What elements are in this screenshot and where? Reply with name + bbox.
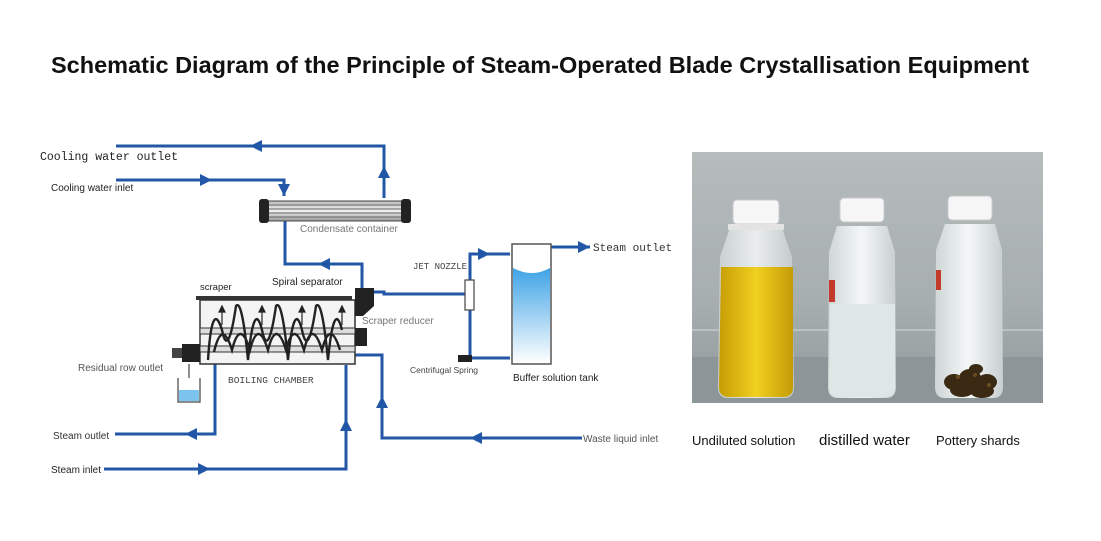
label-cooling-water-inlet: Cooling water inlet [51, 183, 133, 194]
spiral-separator-hopper [355, 288, 374, 316]
sample-bottles-photo [692, 152, 1043, 403]
bottle-pottery-shards [935, 195, 1003, 398]
label-condensate-container: Condensate container [300, 224, 399, 235]
scraper-arrows [218, 304, 346, 325]
spiral-blades [206, 303, 344, 361]
jet-nozzle [464, 279, 475, 311]
scraper-reducer [355, 328, 367, 346]
label-boiling-chamber: BOILING CHAMBER [228, 375, 314, 386]
label-buffer-solution-tank: Buffer solution tank [513, 373, 599, 384]
flow-arrows [185, 140, 590, 475]
caption-undiluted-solution: Undiluted solution [692, 433, 796, 448]
boiling-chamber [196, 296, 356, 365]
bottles-illustration [692, 152, 1043, 403]
motor [172, 344, 200, 362]
label-scraper: scraper [200, 282, 232, 293]
label-steam-inlet: Steam inlet [51, 465, 101, 476]
label-residual-row-outlet: Residual row outlet [78, 363, 163, 374]
condenser [259, 199, 411, 223]
steam-outlet-left-pipe [115, 362, 217, 436]
label-steam-outlet-right: Steam outlet [593, 243, 672, 255]
buffer-solution-tank [511, 243, 552, 365]
label-centrifugal-spring: Centrifugal Spring [410, 365, 478, 375]
bottle-undiluted-solution [718, 199, 794, 398]
page-title: Schematic Diagram of the Principle of St… [51, 52, 1030, 78]
caption-distilled-water: distilled water [819, 432, 910, 449]
label-jet-nozzle: JET NOZZLE [413, 262, 467, 272]
spring-pipe [468, 310, 510, 360]
label-spiral-separator: Spiral separator [272, 277, 343, 288]
label-cooling-water-outlet: Cooling water outlet [40, 151, 178, 164]
caption-pottery-shards: Pottery shards [936, 433, 1020, 448]
cooling-water-outlet-pipe [258, 144, 386, 198]
label-scraper-reducer: Scraper reducer [362, 316, 434, 327]
residual-beaker [177, 364, 201, 403]
bottle-distilled-water [828, 197, 896, 398]
label-steam-outlet-left: Steam outlet [53, 431, 109, 442]
steam-inlet-pipe [104, 365, 348, 471]
label-waste-liquid-inlet: Waste liquid inlet [583, 434, 658, 445]
reducer-to-nozzle-pipe [372, 252, 510, 296]
centrifugal-spring [458, 355, 472, 362]
